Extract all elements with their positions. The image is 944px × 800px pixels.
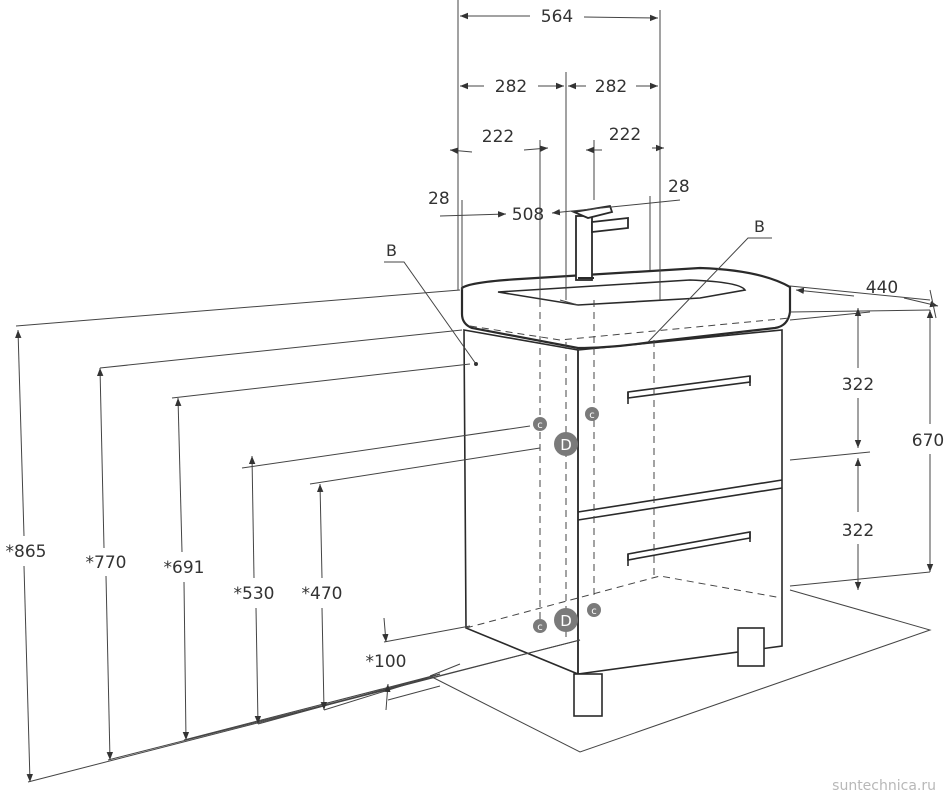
drawer-handle-bottom — [627, 531, 751, 566]
dim-440: 440 — [795, 278, 939, 319]
cabinet-front — [577, 329, 783, 675]
dim-470: *470 — [302, 483, 343, 711]
svg-text:D: D — [560, 436, 572, 454]
dim-28-right-label: 28 — [668, 177, 690, 197]
leg-front — [573, 673, 603, 717]
svg-text:c: c — [591, 606, 597, 617]
faucet-icon — [570, 204, 629, 281]
dim-470-label: *470 — [302, 584, 343, 604]
dim-282-right-label: 282 — [595, 77, 627, 97]
watermark: suntechnica.ru — [832, 778, 936, 794]
basin-rim — [460, 266, 792, 350]
dim-322-bottom: 322 — [842, 458, 874, 590]
drawer-handle-top — [627, 375, 751, 404]
dim-282-left: 282 — [460, 77, 564, 97]
svg-text:c: c — [537, 622, 543, 633]
dim-670: 670 — [912, 310, 944, 572]
basin-bowl — [497, 279, 747, 306]
dim-322-top: 322 — [842, 308, 874, 448]
drain-marker: D — [554, 432, 578, 456]
dim-530: *530 — [234, 455, 275, 725]
label-b-right: B — [647, 217, 772, 343]
svg-text:c: c — [589, 410, 595, 421]
dim-28-left-label: 28 — [428, 189, 450, 209]
dim-508-label: 508 — [512, 205, 544, 225]
hot-water-marker: c — [585, 407, 599, 421]
dim-322-bottom-label: 322 — [842, 521, 874, 541]
drain-marker-low: D — [554, 608, 578, 632]
dim-770: *770 — [86, 367, 127, 761]
dim-322-top-label: 322 — [842, 375, 874, 395]
dim-100-label: *100 — [366, 652, 407, 672]
dim-865: *865 — [6, 329, 47, 783]
cold-water-marker: c — [533, 417, 547, 431]
dim-691-label: *691 — [164, 558, 205, 578]
label-b-left: B — [384, 241, 478, 366]
dim-508: 508 — [439, 199, 681, 225]
dim-282-left-label: 282 — [495, 77, 527, 97]
svg-text:B: B — [754, 217, 765, 236]
svg-text:B: B — [386, 241, 397, 260]
top-extension-lines — [457, 0, 661, 300]
dim-222-right-label: 222 — [609, 125, 641, 145]
vanity-unit — [460, 204, 792, 717]
dim-564: 564 — [460, 7, 659, 27]
svg-text:c: c — [537, 420, 543, 431]
dim-282-right: 282 — [568, 77, 658, 97]
dim-222-left: 222 — [449, 127, 549, 154]
cold-water-marker-low: c — [533, 619, 547, 633]
floor-guides — [15, 285, 932, 783]
dim-440-label: 440 — [866, 278, 898, 298]
dim-691: *691 — [164, 397, 205, 741]
dim-530-label: *530 — [234, 584, 275, 604]
dim-222-left-label: 222 — [482, 127, 514, 147]
dim-670-label: 670 — [912, 431, 944, 451]
leg-back — [737, 627, 765, 667]
svg-text:D: D — [560, 612, 572, 630]
dim-865-label: *865 — [6, 542, 47, 562]
dim-222-right: 222 — [586, 125, 664, 154]
hot-water-marker-low: c — [587, 603, 601, 617]
dim-564-label: 564 — [541, 7, 573, 27]
dim-770-label: *770 — [86, 553, 127, 573]
dim-100: *100 — [366, 617, 407, 711]
